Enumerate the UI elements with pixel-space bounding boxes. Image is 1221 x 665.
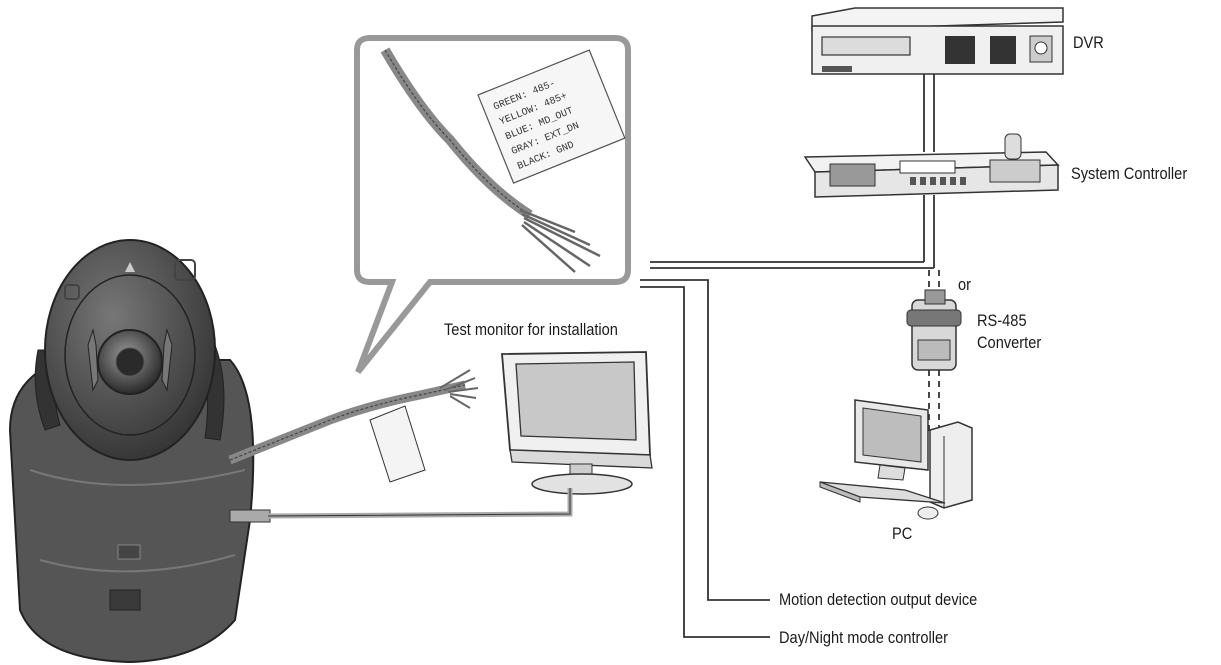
- label-system-controller: System Controller: [1071, 164, 1187, 184]
- label-dvr: DVR: [1073, 33, 1104, 53]
- label-day-night: Day/Night mode controller: [779, 628, 948, 648]
- label-motion-output: Motion detection output device: [779, 590, 977, 610]
- system-controller-unit: [805, 134, 1058, 197]
- camera-wire-bundle: [230, 370, 478, 482]
- label-or: or: [958, 275, 971, 295]
- rs485-converter-unit: [907, 290, 961, 370]
- label-pc: PC: [892, 524, 912, 544]
- label-test-monitor: Test monitor for installation: [444, 320, 618, 340]
- label-rs485-line2: Converter: [977, 333, 1041, 353]
- dome-camera: [10, 240, 570, 662]
- pc-unit: [820, 400, 972, 519]
- dvr-unit: [812, 8, 1063, 74]
- label-rs485-line1: RS-485: [977, 311, 1027, 331]
- test-monitor-unit: [502, 352, 652, 494]
